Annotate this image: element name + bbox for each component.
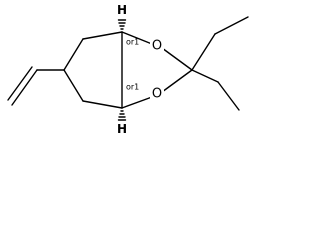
hydrogen-top-label: H (117, 3, 127, 17)
hydrogen-bottom-label: H (117, 122, 127, 136)
bond-c4-c3 (82, 100, 123, 109)
oxygen-top-label: O (152, 39, 162, 54)
bond-c1-c5 (63, 38, 84, 71)
bond-vinyl-double-outer (11, 69, 38, 106)
hash-wedge-bottom (117, 110, 127, 121)
bond-cq-ethyl2-a (191, 69, 219, 83)
bond-cq-ethyl2-b (217, 81, 240, 111)
bond-c2-o-top (121, 31, 153, 45)
bond-o-top-cq (161, 47, 193, 71)
hash-wedge-top (117, 19, 127, 30)
stereo-label-bottom: or1 (126, 83, 139, 92)
bond-cq-ethyl1-b (214, 16, 249, 35)
bond-vinyl-double-inner (7, 66, 33, 101)
bond-cq-ethyl1-a (191, 33, 216, 71)
chemical-structure: O O H H or1 or1 (7, 3, 249, 136)
bond-o-bottom-cq (161, 69, 193, 93)
bond-c3-o-bottom (121, 96, 153, 109)
oxygen-bottom-label: O (152, 87, 162, 102)
bond-c1-c2 (82, 31, 123, 40)
stereo-label-top: or1 (126, 38, 139, 47)
bond-c5-c4 (63, 69, 84, 102)
